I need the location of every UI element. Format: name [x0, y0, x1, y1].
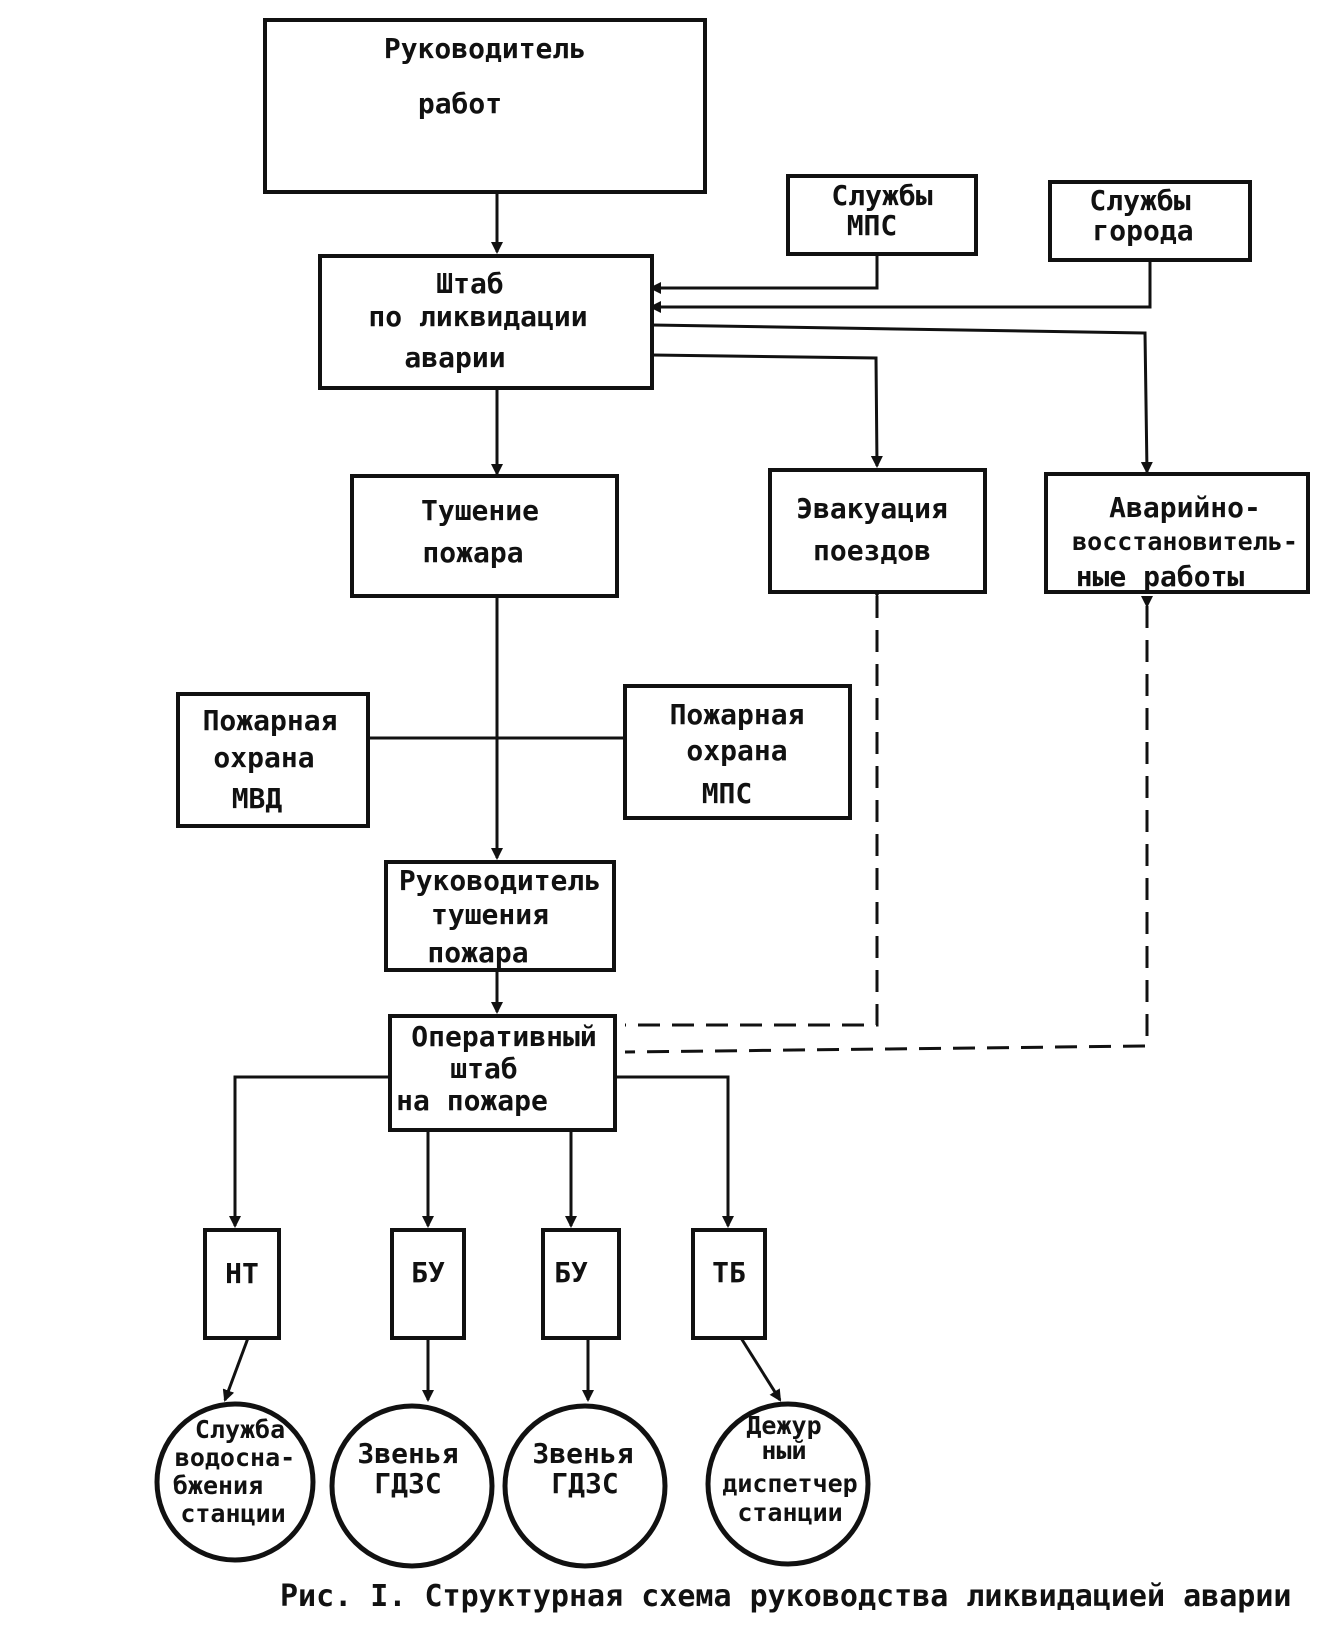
- node-rescue-line-2: восстановитель-: [1072, 527, 1298, 556]
- node-gdzs2-line-1: Звенья: [532, 1437, 633, 1470]
- node-station-dispatcher: Дежур ный диспетчер станции: [705, 1401, 871, 1567]
- node-tb: ТБ: [691, 1228, 767, 1340]
- node-gdzs-units-1: Звенья ГДЗС: [329, 1403, 495, 1569]
- edge-ophq-nt: [229, 1075, 390, 1228]
- node-fire-guard-mps: Пожарная охрана МПС: [623, 684, 852, 820]
- node-rescue-works: Аварийно- восстановитель- ные работы: [1044, 472, 1310, 594]
- node-mvd-line-2: охрана: [213, 741, 314, 774]
- node-gdzs2-line-2: ГДЗС: [551, 1467, 618, 1500]
- node-hq-line-1: Штаб: [436, 267, 503, 300]
- node-dispatcher-line-3: диспетчер: [722, 1469, 857, 1498]
- node-dispatcher-line-4: станции: [737, 1498, 842, 1527]
- edge-evac-ophq: [625, 596, 879, 1027]
- node-water-line-3: бжения: [173, 1471, 263, 1500]
- node-water-supply-service: Служба водосна- бжения станции: [154, 1401, 316, 1563]
- node-city-services: Службы города: [1048, 180, 1252, 262]
- figure-caption: Рис. I. Структурная схема руководства ли…: [280, 1579, 1291, 1614]
- node-gdzs1-line-2: ГДЗС: [374, 1467, 441, 1500]
- node-hq: Штаб по ликвидации аварии: [318, 254, 654, 390]
- edge-hq-evac: [651, 353, 883, 468]
- node-hq-line-3: аварии: [404, 341, 505, 374]
- node-nt: НТ: [203, 1228, 281, 1340]
- node-mvd-line-3: МВД: [232, 782, 283, 815]
- node-gdzs1-line-1: Звенья: [357, 1437, 458, 1470]
- node-head: Руководитель работ: [263, 18, 707, 194]
- node-evac-line-2: поездов: [813, 534, 931, 567]
- node-ophq-line-2: штаб: [450, 1052, 517, 1085]
- node-fire-leader: Руководитель тушения пожара: [384, 860, 616, 972]
- node-lead-line-3: пожара: [427, 936, 528, 969]
- node-mvd-line-1: Пожарная: [203, 704, 338, 737]
- node-bu-1: БУ: [390, 1228, 466, 1340]
- node-rescue-line-1: Аварийно-: [1109, 491, 1261, 524]
- node-evacuation: Эвакуация поездов: [768, 468, 987, 594]
- node-mps-line-2: МПС: [847, 209, 898, 242]
- node-bu2-label: БУ: [554, 1256, 588, 1289]
- node-head-line-1: Руководитель: [384, 32, 586, 65]
- node-water-line-2: водосна-: [175, 1443, 295, 1472]
- edge-tb-dispatcher: [739, 1337, 782, 1402]
- node-bu-2: БУ: [541, 1228, 621, 1340]
- node-evac-line-1: Эвакуация: [796, 492, 948, 525]
- connectors: [222, 190, 1153, 1402]
- node-gdzs-units-2: Звенья ГДЗС: [502, 1403, 668, 1569]
- node-water-line-4: станции: [180, 1499, 285, 1528]
- node-firemps-line-2: охрана: [686, 734, 787, 767]
- node-fire-guard-mvd: Пожарная охрана МВД: [176, 692, 370, 828]
- node-tb-label: ТБ: [712, 1256, 746, 1289]
- node-mps-services: Службы МПС: [786, 174, 978, 256]
- edge-mps-hq: [649, 248, 879, 294]
- node-firemps-line-3: МПС: [702, 777, 753, 810]
- node-ophq-line-1: Оперативный: [411, 1020, 596, 1053]
- edge-ophq-tb: [612, 1075, 734, 1228]
- node-fire-line-2: пожара: [422, 536, 523, 569]
- node-mps-line-1: Службы: [831, 179, 932, 212]
- node-firemps-line-1: Пожарная: [670, 698, 805, 731]
- node-ophq-line-3: на пожаре: [396, 1084, 548, 1117]
- node-city-line-2: города: [1092, 214, 1193, 247]
- edge-rescue-ophq: [624, 606, 1149, 1054]
- node-water-line-1: Служба: [195, 1415, 285, 1444]
- node-fire-line-1: Тушение: [421, 494, 539, 527]
- node-operative-hq: Оперативный штаб на пожаре: [388, 1014, 617, 1132]
- edge-nt-water: [222, 1337, 250, 1402]
- edge-hq-rescue: [651, 323, 1153, 474]
- node-bu1-label: БУ: [411, 1256, 445, 1289]
- node-lead-line-2: тушения: [431, 898, 549, 931]
- node-nt-label: НТ: [225, 1257, 259, 1290]
- node-dispatcher-line-1: Дежур: [746, 1411, 821, 1440]
- edge-city-hq: [649, 260, 1152, 313]
- node-city-line-1: Службы: [1089, 184, 1190, 217]
- node-rescue-line-3: ные работы: [1076, 560, 1245, 593]
- node-head-line-2: работ: [418, 87, 502, 120]
- node-hq-line-2: по ликвидации: [368, 300, 587, 333]
- node-dispatcher-line-2: ный: [761, 1436, 806, 1465]
- node-fire: Тушение пожара: [350, 474, 619, 598]
- node-lead-line-1: Руководитель: [399, 864, 601, 897]
